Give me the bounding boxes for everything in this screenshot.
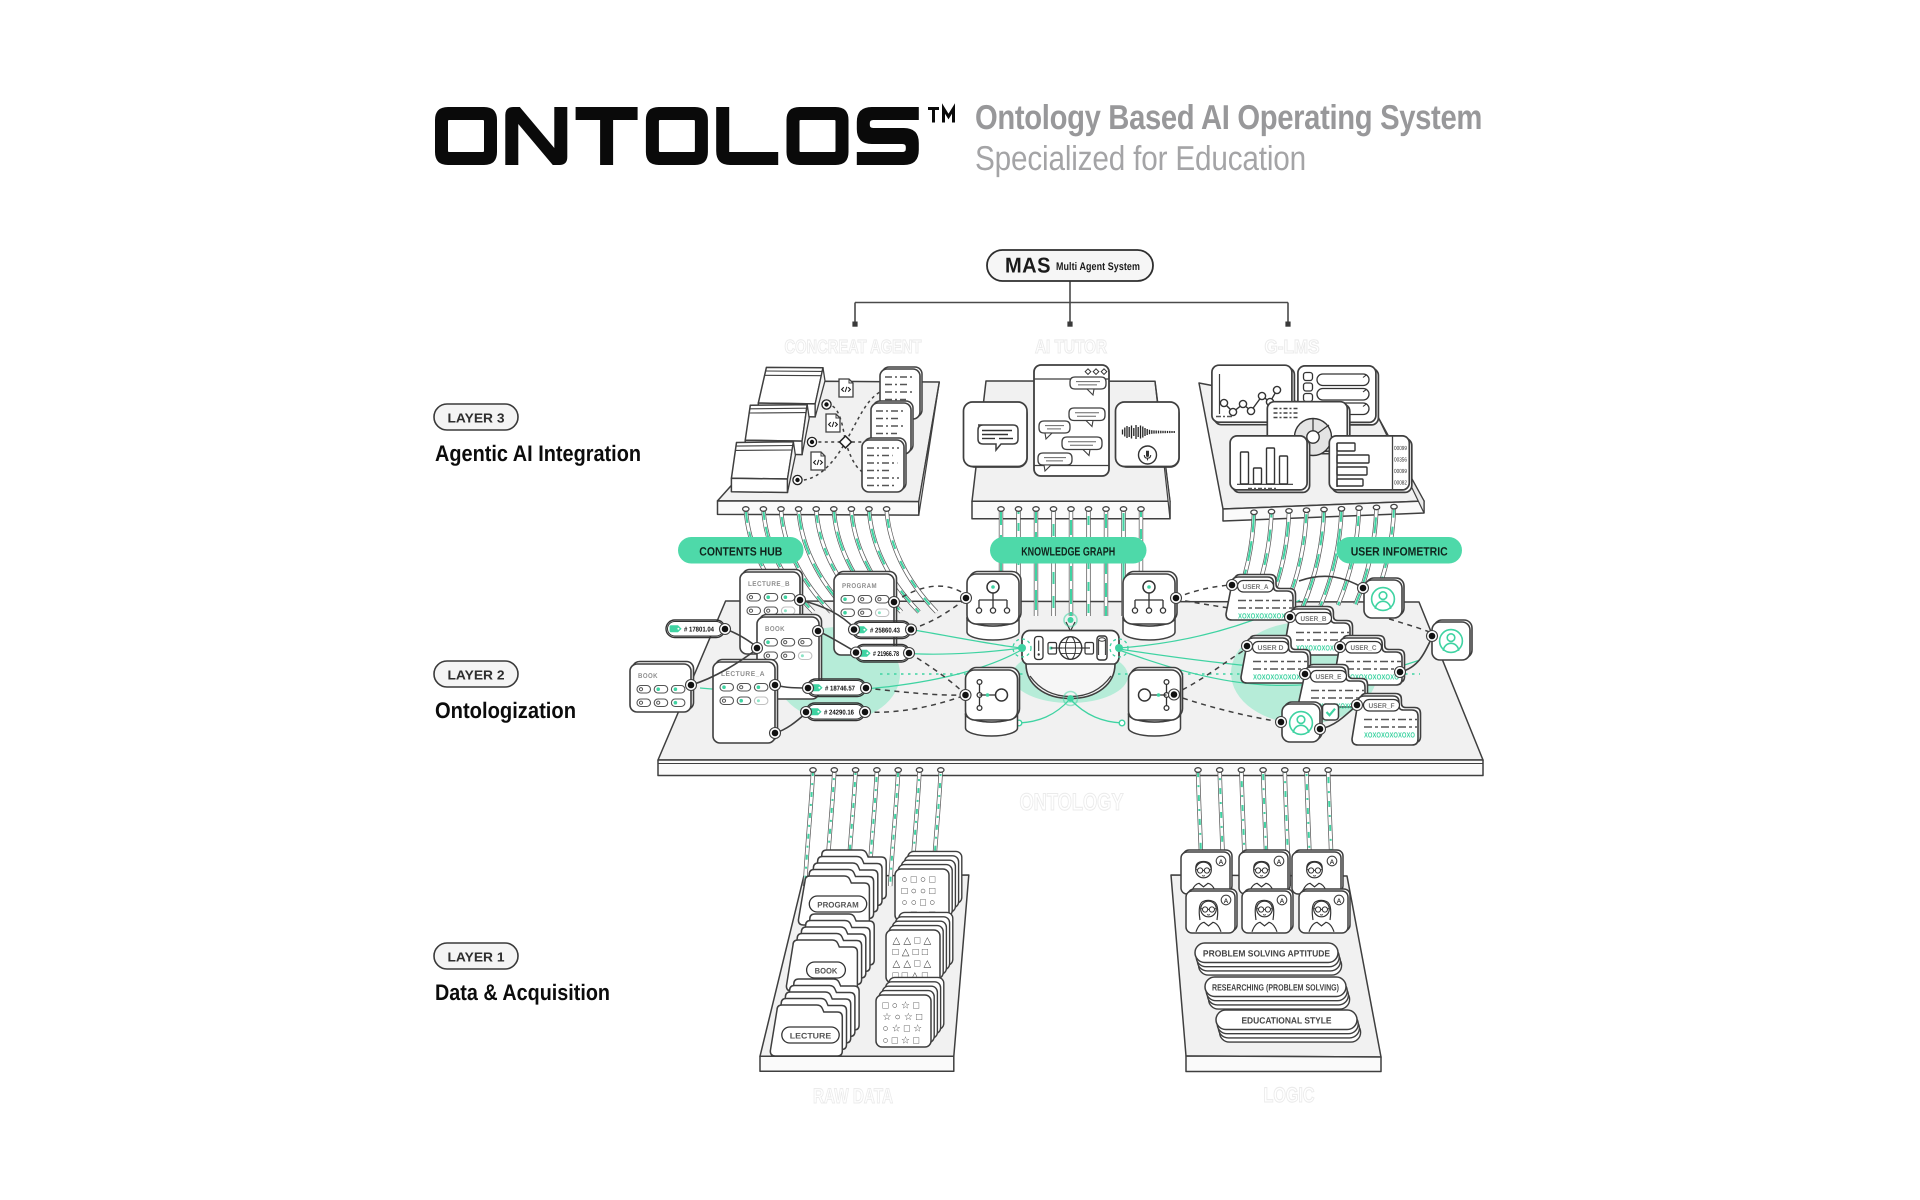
svg-text:Ontology Based AI Operating Sy: Ontology Based AI Operating System — [975, 99, 1482, 137]
svg-text:Multi Agent System: Multi Agent System — [1056, 261, 1140, 273]
svg-text:□○○□: □○○□ — [902, 886, 939, 897]
svg-text:PROGRAM: PROGRAM — [817, 901, 859, 910]
svg-text:LECTURE: LECTURE — [790, 1032, 832, 1041]
svg-text:PROGRAM: PROGRAM — [842, 583, 877, 590]
svg-text:# 18746.57: # 18746.57 — [825, 686, 855, 693]
svg-text:LECTURE_A: LECTURE_A — [721, 671, 765, 678]
svg-text:○☆□☆: ○☆□☆ — [883, 1024, 926, 1035]
svg-text:KNOWLEDGE GRAPH: KNOWLEDGE GRAPH — [1021, 545, 1115, 559]
svg-text:□△□□: □△□□ — [893, 947, 932, 958]
svg-text:□○☆□: □○☆□ — [883, 1001, 923, 1012]
svg-text:USER_A: USER_A — [1243, 584, 1269, 591]
svg-text:A: A — [1280, 898, 1285, 905]
svg-text:BOOK: BOOK — [765, 626, 785, 633]
svg-text:A: A — [1337, 898, 1342, 905]
svg-text:△△□△: △△□△ — [893, 959, 935, 970]
svg-text:A: A — [1330, 859, 1335, 866]
svg-text:USER_C: USER_C — [1351, 645, 1377, 652]
svg-text:BOOK: BOOK — [638, 673, 658, 680]
svg-text:☆○☆□: ☆○☆□ — [883, 1012, 926, 1023]
svg-text:XOXOXOXOXOXO: XOXOXOXOXOXO — [1296, 644, 1347, 653]
svg-text:# 25860.43: # 25860.43 — [870, 628, 900, 635]
svg-text:USER_F: USER_F — [1369, 703, 1396, 710]
svg-text:LAYER 3: LAYER 3 — [448, 411, 505, 426]
svg-text:BOOK: BOOK — [815, 967, 838, 976]
svg-text:G-LMS: G-LMS — [1265, 337, 1320, 358]
svg-text:XOXOXOXOXOXO: XOXOXOXOXOXO — [1238, 612, 1290, 621]
svg-text:EDUCATIONAL STYLE: EDUCATIONAL STYLE — [1241, 1016, 1331, 1026]
svg-text:XOXOXOXOXOXO: XOXOXOXOXOXO — [1253, 673, 1305, 682]
svg-text:A: A — [1224, 898, 1229, 905]
svg-text:USER_E: USER_E — [1316, 674, 1342, 681]
svg-text:00356: 00356 — [1394, 457, 1408, 464]
svg-text:ONTOLOGY: ONTOLOGY — [1020, 789, 1124, 816]
svg-text:□□△□: □□△□ — [893, 970, 932, 981]
svg-text:△△□△: △△□△ — [893, 936, 935, 947]
svg-text:RAW DATA: RAW DATA — [813, 1085, 893, 1108]
svg-text:A: A — [1277, 859, 1282, 866]
svg-text:USER D: USER D — [1258, 645, 1284, 652]
svg-text:# 21966.78: # 21966.78 — [873, 651, 899, 658]
svg-text:LECTURE_B: LECTURE_B — [748, 581, 790, 588]
svg-text:USER_B: USER_B — [1301, 616, 1327, 623]
svg-text:# 17801.04: # 17801.04 — [684, 627, 714, 634]
svg-text:XOXOXOXOXOXO: XOXOXOXOXOXO — [1346, 673, 1399, 682]
svg-text:LAYER 1: LAYER 1 — [448, 950, 505, 965]
svg-text:CONCREAT AGENT: CONCREAT AGENT — [785, 337, 922, 358]
svg-text:LOGIC: LOGIC — [1264, 1084, 1315, 1107]
svg-text:00099: 00099 — [1394, 468, 1408, 475]
svg-text:○○□○: ○○□○ — [902, 898, 939, 909]
svg-text:MAS: MAS — [1005, 254, 1051, 278]
svg-text:00082: 00082 — [1394, 480, 1408, 487]
svg-text:Specialized for Education: Specialized for Education — [975, 140, 1306, 178]
svg-text:Data & Acquisition: Data & Acquisition — [435, 980, 610, 1005]
svg-text:CONTENTS HUB: CONTENTS HUB — [699, 545, 782, 559]
svg-text:A: A — [1219, 859, 1224, 866]
svg-text:PROBLEM SOLVING APTITUDE: PROBLEM SOLVING APTITUDE — [1203, 949, 1330, 959]
svg-text:Ontologization: Ontologization — [435, 698, 576, 723]
svg-text:XOXOXOXOXOXO: XOXOXOXOXOXO — [1364, 731, 1415, 740]
svg-text:# 24290.16: # 24290.16 — [824, 710, 854, 717]
svg-text:○□☆□: ○□☆□ — [883, 1035, 923, 1046]
svg-text:USER INFOMETRIC: USER INFOMETRIC — [1351, 545, 1448, 559]
svg-text:○□○□: ○□○□ — [902, 875, 939, 886]
svg-text:Agentic AI Integration: Agentic AI Integration — [435, 441, 641, 466]
svg-text:AI TUTOR: AI TUTOR — [1035, 337, 1107, 358]
svg-text:RESEARCHING (PROBLEM SOLVING): RESEARCHING (PROBLEM SOLVING) — [1212, 983, 1339, 993]
svg-text:00099: 00099 — [1394, 445, 1408, 452]
svg-text:LAYER 2: LAYER 2 — [448, 668, 505, 683]
